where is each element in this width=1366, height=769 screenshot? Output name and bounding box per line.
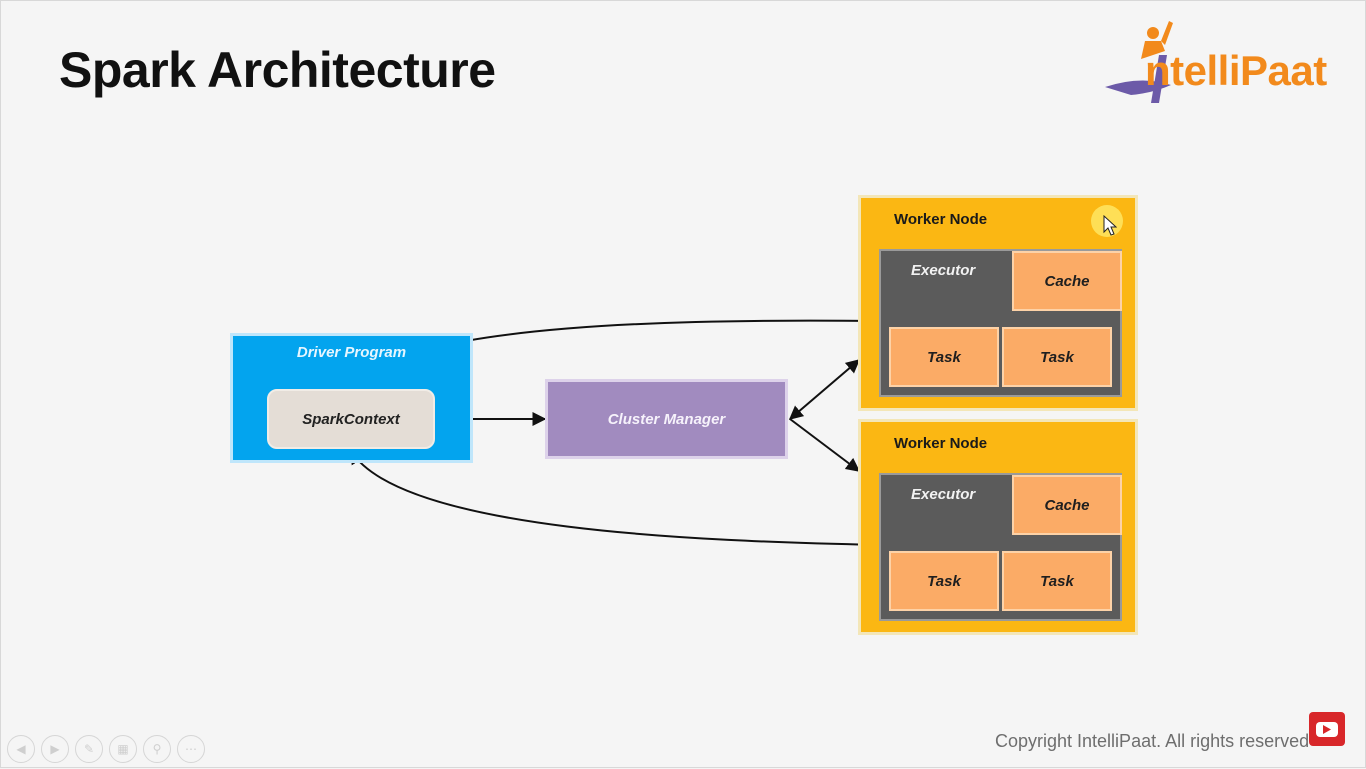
task-box: Task <box>1002 551 1112 611</box>
logo-text: ntelliPaat <box>1145 47 1327 94</box>
logo-figure-icon <box>1105 21 1173 103</box>
worker-node-label: Worker Node <box>894 211 988 228</box>
driver-program-label: Driver Program <box>296 344 407 361</box>
executor-label: Executor <box>911 262 976 279</box>
mouse-pointer-icon <box>1103 215 1117 236</box>
pen-icon[interactable]: ✎ <box>75 735 103 763</box>
worker-node-1: Worker Node Executor Cache Task Task <box>858 195 1138 411</box>
spark-context-box: SparkContext <box>267 389 435 449</box>
slides-icon[interactable]: ▦ <box>109 735 137 763</box>
executor-box: Executor Cache Task Task <box>879 473 1122 621</box>
slide-title: Spark Architecture <box>59 42 496 98</box>
arrow-cluster-worker-1 <box>788 359 861 420</box>
worker-node-2: Worker Node Executor Cache Task Task <box>858 419 1138 635</box>
worker-node-label: Worker Node <box>894 435 988 452</box>
intellipaat-logo: ntelliPaat <box>1101 15 1357 111</box>
zoom-icon[interactable]: ⚲ <box>143 735 171 763</box>
copyright-footer: Copyright IntelliPaat. All rights reserv… <box>995 731 1310 751</box>
cache-box: Cache <box>1012 251 1122 311</box>
executor-box: Executor Cache Task Task <box>879 249 1122 397</box>
play-icon <box>1323 724 1331 734</box>
next-icon[interactable]: ▶ <box>41 735 69 763</box>
arrow-sparkcontext-worker-2 <box>350 449 881 552</box>
task-box: Task <box>1002 327 1112 387</box>
cache-box: Cache <box>1012 475 1122 535</box>
task-box: Task <box>889 327 999 387</box>
arrow-cluster-worker-2 <box>789 418 861 472</box>
task-box: Task <box>889 551 999 611</box>
cluster-manager-box: Cluster Manager <box>545 379 788 459</box>
youtube-subscribe-icon[interactable] <box>1309 712 1345 746</box>
presentation-controls: ◀ ▶ ✎ ▦ ⚲ ⋯ <box>7 735 205 763</box>
more-icon[interactable]: ⋯ <box>177 735 205 763</box>
previous-icon[interactable]: ◀ <box>7 735 35 763</box>
executor-label: Executor <box>911 486 976 503</box>
